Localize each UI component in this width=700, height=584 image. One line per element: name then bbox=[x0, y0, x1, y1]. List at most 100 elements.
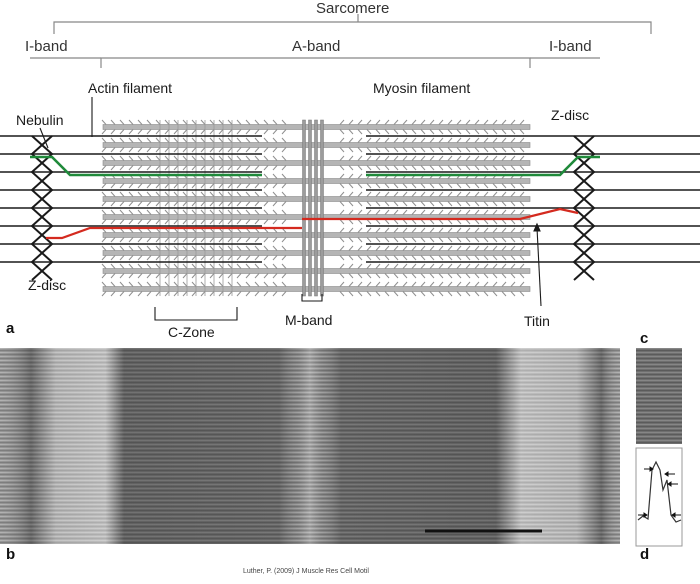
z-disc-left-label: Z-disc bbox=[28, 277, 67, 293]
cross-bridge bbox=[110, 291, 116, 297]
cross-bridge bbox=[218, 201, 224, 207]
cross-bridge bbox=[510, 273, 516, 279]
cross-bridge bbox=[420, 245, 426, 251]
cross-bridge bbox=[263, 165, 269, 171]
cross-bridge bbox=[200, 273, 206, 279]
cross-bridge bbox=[483, 147, 489, 153]
cross-bridge bbox=[357, 291, 363, 297]
cross-bridge bbox=[173, 119, 179, 125]
cross-bridge bbox=[245, 155, 251, 161]
cross-bridge bbox=[483, 209, 489, 215]
cross-bridge bbox=[227, 155, 233, 161]
cross-bridge bbox=[254, 209, 260, 215]
cross-bridge bbox=[420, 137, 426, 143]
cross-bridge bbox=[227, 191, 233, 197]
cross-bridge bbox=[366, 255, 372, 261]
cross-bridge bbox=[411, 165, 417, 171]
cross-bridge bbox=[492, 191, 498, 197]
cross-bridge bbox=[281, 245, 287, 251]
cross-bridge bbox=[281, 281, 287, 287]
cross-bridge bbox=[128, 155, 134, 161]
cross-bridge bbox=[375, 237, 381, 243]
cross-bridge bbox=[119, 191, 125, 197]
cross-bridge bbox=[411, 191, 417, 197]
cross-bridge bbox=[218, 119, 224, 125]
cross-bridge bbox=[128, 119, 134, 125]
cross-bridge bbox=[146, 165, 152, 171]
cross-bridge bbox=[411, 291, 417, 297]
cross-bridge bbox=[402, 119, 408, 125]
cross-bridge bbox=[420, 165, 426, 171]
cross-bridge bbox=[384, 281, 390, 287]
label-pointers bbox=[39, 97, 542, 321]
cross-bridge bbox=[263, 183, 269, 189]
cross-bridge bbox=[182, 237, 188, 243]
cross-bridge bbox=[357, 183, 363, 189]
cross-bridge bbox=[272, 209, 278, 215]
cross-bridge bbox=[483, 255, 489, 261]
cross-bridge bbox=[101, 155, 107, 161]
cross-bridge bbox=[456, 183, 462, 189]
cross-bridge bbox=[281, 165, 287, 171]
cross-bridge bbox=[375, 263, 381, 269]
cross-bridge bbox=[456, 209, 462, 215]
cross-bridge bbox=[384, 227, 390, 233]
cross-bridge bbox=[155, 263, 161, 269]
cross-bridge bbox=[339, 237, 345, 243]
cross-bridge bbox=[366, 183, 372, 189]
cross-bridge bbox=[137, 273, 143, 279]
cross-bridge bbox=[191, 129, 197, 135]
cross-bridge bbox=[519, 191, 525, 197]
cross-bridge bbox=[218, 237, 224, 243]
cross-bridge bbox=[339, 183, 345, 189]
cross-bridge bbox=[164, 155, 170, 161]
cross-bridge bbox=[402, 201, 408, 207]
cross-bridge bbox=[218, 255, 224, 261]
cross-bridge bbox=[110, 209, 116, 215]
cross-bridge bbox=[101, 273, 107, 279]
cross-bridge bbox=[357, 281, 363, 287]
cross-bridge bbox=[155, 155, 161, 161]
cross-bridge bbox=[519, 119, 525, 125]
cross-bridge bbox=[164, 219, 170, 225]
arrow-head bbox=[649, 466, 654, 472]
cross-bridge bbox=[447, 209, 453, 215]
cross-bridge bbox=[348, 273, 354, 279]
cross-bridge bbox=[519, 291, 525, 297]
cross-bridge bbox=[456, 227, 462, 233]
cross-bridge bbox=[393, 165, 399, 171]
cross-bridge bbox=[182, 155, 188, 161]
cross-bridge bbox=[501, 291, 507, 297]
cross-bridge bbox=[438, 237, 444, 243]
cross-bridge bbox=[128, 255, 134, 261]
cross-bridge bbox=[110, 201, 116, 207]
cross-bridge bbox=[191, 155, 197, 161]
cross-bridge bbox=[438, 165, 444, 171]
cross-bridge bbox=[510, 147, 516, 153]
cross-bridge bbox=[348, 201, 354, 207]
cross-bridge bbox=[375, 129, 381, 135]
cross-bridge bbox=[402, 191, 408, 197]
cross-bridge bbox=[236, 137, 242, 143]
cross-bridge bbox=[420, 281, 426, 287]
cross-bridge bbox=[191, 219, 197, 225]
cross-bridge bbox=[519, 129, 525, 135]
cross-bridge bbox=[182, 191, 188, 197]
cross-bridge bbox=[119, 155, 125, 161]
cross-bridge bbox=[357, 129, 363, 135]
cross-bridge bbox=[447, 119, 453, 125]
cross-bridge bbox=[173, 155, 179, 161]
titin-strand bbox=[46, 226, 302, 240]
cross-bridge bbox=[146, 209, 152, 215]
cross-bridge bbox=[411, 281, 417, 287]
cross-bridge bbox=[339, 227, 345, 233]
cross-bridge bbox=[101, 183, 107, 189]
cross-bridge bbox=[393, 227, 399, 233]
cross-bridge bbox=[456, 245, 462, 251]
cross-bridge bbox=[110, 281, 116, 287]
cross-bridge bbox=[236, 119, 242, 125]
cross-bridge bbox=[281, 191, 287, 197]
citation: Luther, P. (2009) J Muscle Res Cell Moti… bbox=[243, 568, 369, 575]
panel-d-label: d bbox=[640, 546, 650, 563]
cross-bridge bbox=[182, 219, 188, 225]
